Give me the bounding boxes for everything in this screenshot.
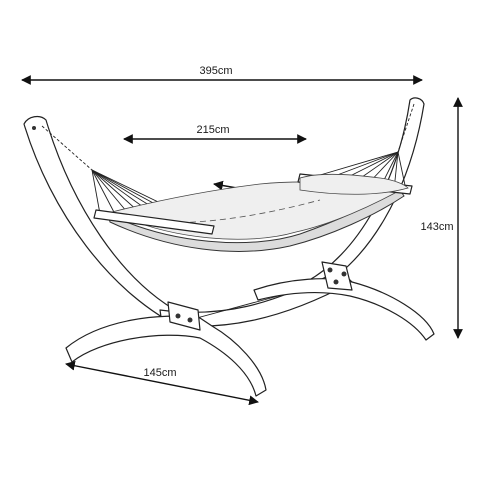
dimension-bed-length: 215cm xyxy=(123,124,307,144)
left-foot xyxy=(65,315,267,397)
height-label: 143cm xyxy=(420,221,453,233)
hammock-pillow xyxy=(299,173,409,195)
left-foot-bolt-1 xyxy=(175,313,181,319)
left-arm xyxy=(23,115,191,331)
dimension-height: 143cm xyxy=(420,97,463,339)
left-spreader-bar xyxy=(93,209,215,235)
bed-length-label: 215cm xyxy=(196,124,229,136)
right-foot-bolt-1 xyxy=(327,267,333,273)
left-arm-bolt xyxy=(32,126,36,130)
right-foot-bolt-3 xyxy=(333,279,339,285)
right-chain xyxy=(397,103,415,153)
total-length-label: 395cm xyxy=(199,65,232,77)
left-chain xyxy=(41,125,93,171)
hammock-bed xyxy=(107,189,405,252)
base-width-label: 145cm xyxy=(143,367,176,379)
dimension-base-width: 145cm xyxy=(65,360,259,406)
dimension-total-length: 395cm xyxy=(21,65,423,85)
left-foot-block xyxy=(167,301,201,331)
left-foot-bolt-2 xyxy=(187,317,193,323)
right-foot-bolt-2 xyxy=(341,271,347,277)
